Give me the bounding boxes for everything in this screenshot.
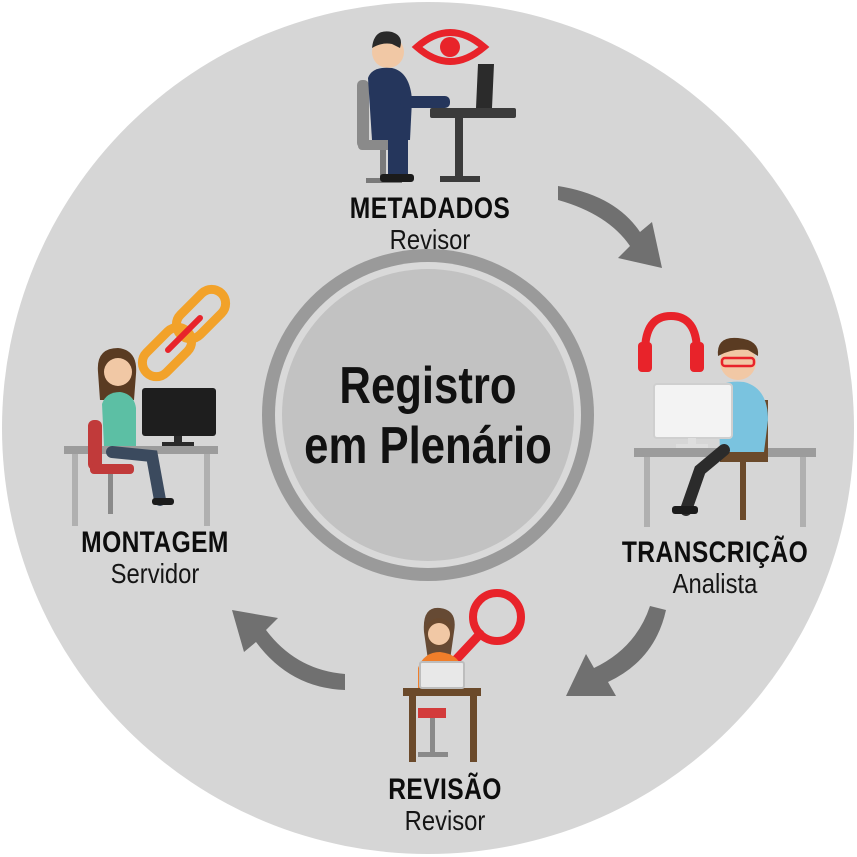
step-title: REVISÃO [388, 773, 502, 806]
step-title: TRANSCRIÇÃO [621, 536, 809, 569]
metadados-illustration [357, 29, 516, 183]
arrow-revisao-to-montagem [232, 610, 345, 690]
revisao-illustration [403, 589, 525, 762]
headphones-icon [638, 311, 704, 372]
center-title: Registro em Plenário [294, 356, 563, 476]
step-title: MONTAGEM [81, 526, 229, 559]
arrow-transcricao-to-revisao [566, 606, 666, 696]
step-role: Analista [672, 568, 758, 599]
center-disc [282, 269, 574, 561]
arrow-metadados-to-transcricao [558, 186, 662, 268]
step-metadados: METADADOS Revisor [320, 194, 540, 254]
step-transcricao: TRANSCRIÇÃO Analista [585, 538, 845, 598]
step-revisao: REVISÃO Revisor [335, 775, 555, 835]
step-role: Servidor [110, 558, 200, 589]
step-montagem: MONTAGEM Servidor [45, 528, 265, 588]
step-role: Revisor [404, 805, 486, 836]
montagem-illustration [64, 284, 231, 526]
step-role: Revisor [389, 224, 471, 255]
transcricao-illustration [634, 311, 816, 527]
center-title-line2: em Plenário [304, 417, 552, 475]
eye-icon [411, 29, 490, 65]
center-title-line1: Registro [339, 357, 517, 415]
chain-link-icon [137, 284, 231, 382]
step-title: METADADOS [349, 192, 511, 225]
